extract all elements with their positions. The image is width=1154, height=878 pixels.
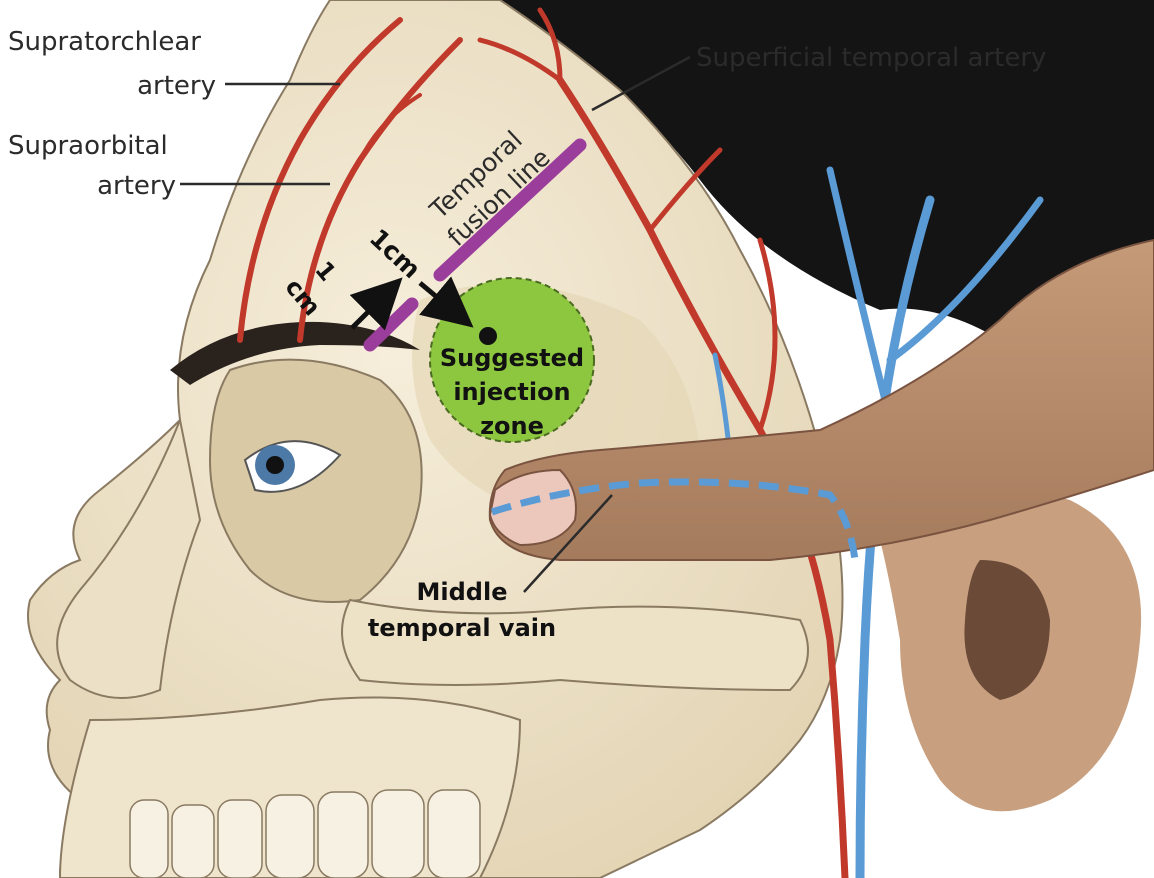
label-injection-zone-line1: Suggested	[440, 344, 584, 372]
label-middle-temporal-line1: Middle	[417, 578, 508, 606]
label-supraorbital-line2: artery	[97, 171, 176, 201]
label-superficial-temporal-artery: Superficial temporal artery	[696, 43, 1046, 73]
label-supraorbital-line1: Supraorbital	[8, 131, 168, 161]
injection-point	[479, 327, 497, 345]
label-supratrochlear-line2: artery	[137, 71, 216, 101]
label-middle-temporal-line2: temporal vain	[368, 614, 556, 642]
label-injection-zone-line3: zone	[480, 412, 544, 440]
label-supratrochlear-line1: Supratorchlear	[8, 27, 201, 57]
label-injection-zone-line2: injection	[453, 378, 570, 406]
